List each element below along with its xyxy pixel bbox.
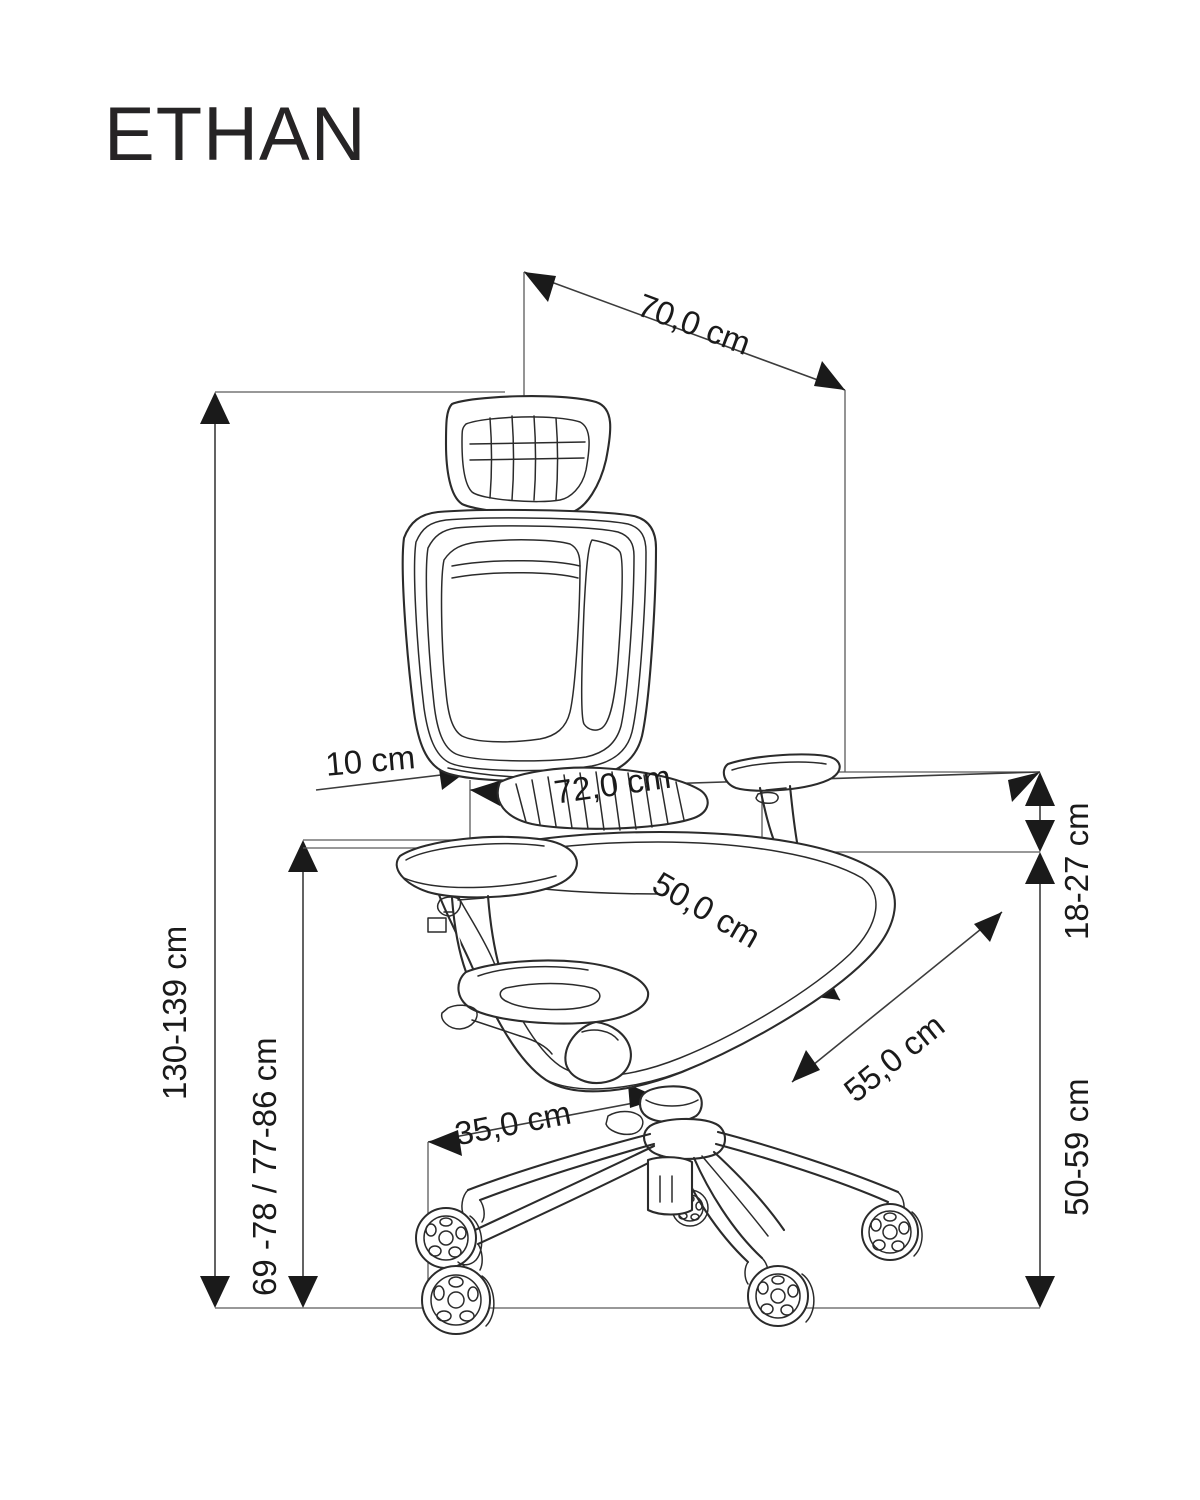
caster [861, 1203, 923, 1261]
dimension-label-back-height: 69 -78 / 77-86 cm [246, 1037, 283, 1296]
chair-armrest-right [722, 753, 841, 850]
dimension-label-total-height: 130-139 cm [156, 925, 193, 1100]
dimension-lines [200, 271, 1055, 1309]
caster [421, 1265, 495, 1335]
caster [415, 1207, 483, 1269]
chair-gas-cylinder [605, 1085, 703, 1136]
dimension-label-seat-height: 50-59 cm [1058, 1078, 1095, 1216]
caster [747, 1265, 815, 1327]
chair-base [415, 1117, 923, 1335]
chair-illustration [395, 395, 923, 1335]
chair-backrest [401, 508, 658, 782]
chair-mechanism [440, 959, 650, 1084]
dimension-label-headrest-adjustment: 10 cm [323, 738, 417, 783]
page-title: ETHAN [104, 92, 367, 177]
dimension-label-armrest-height: 18-27 cm [1058, 802, 1095, 940]
chair-lumbar-support [496, 766, 709, 831]
